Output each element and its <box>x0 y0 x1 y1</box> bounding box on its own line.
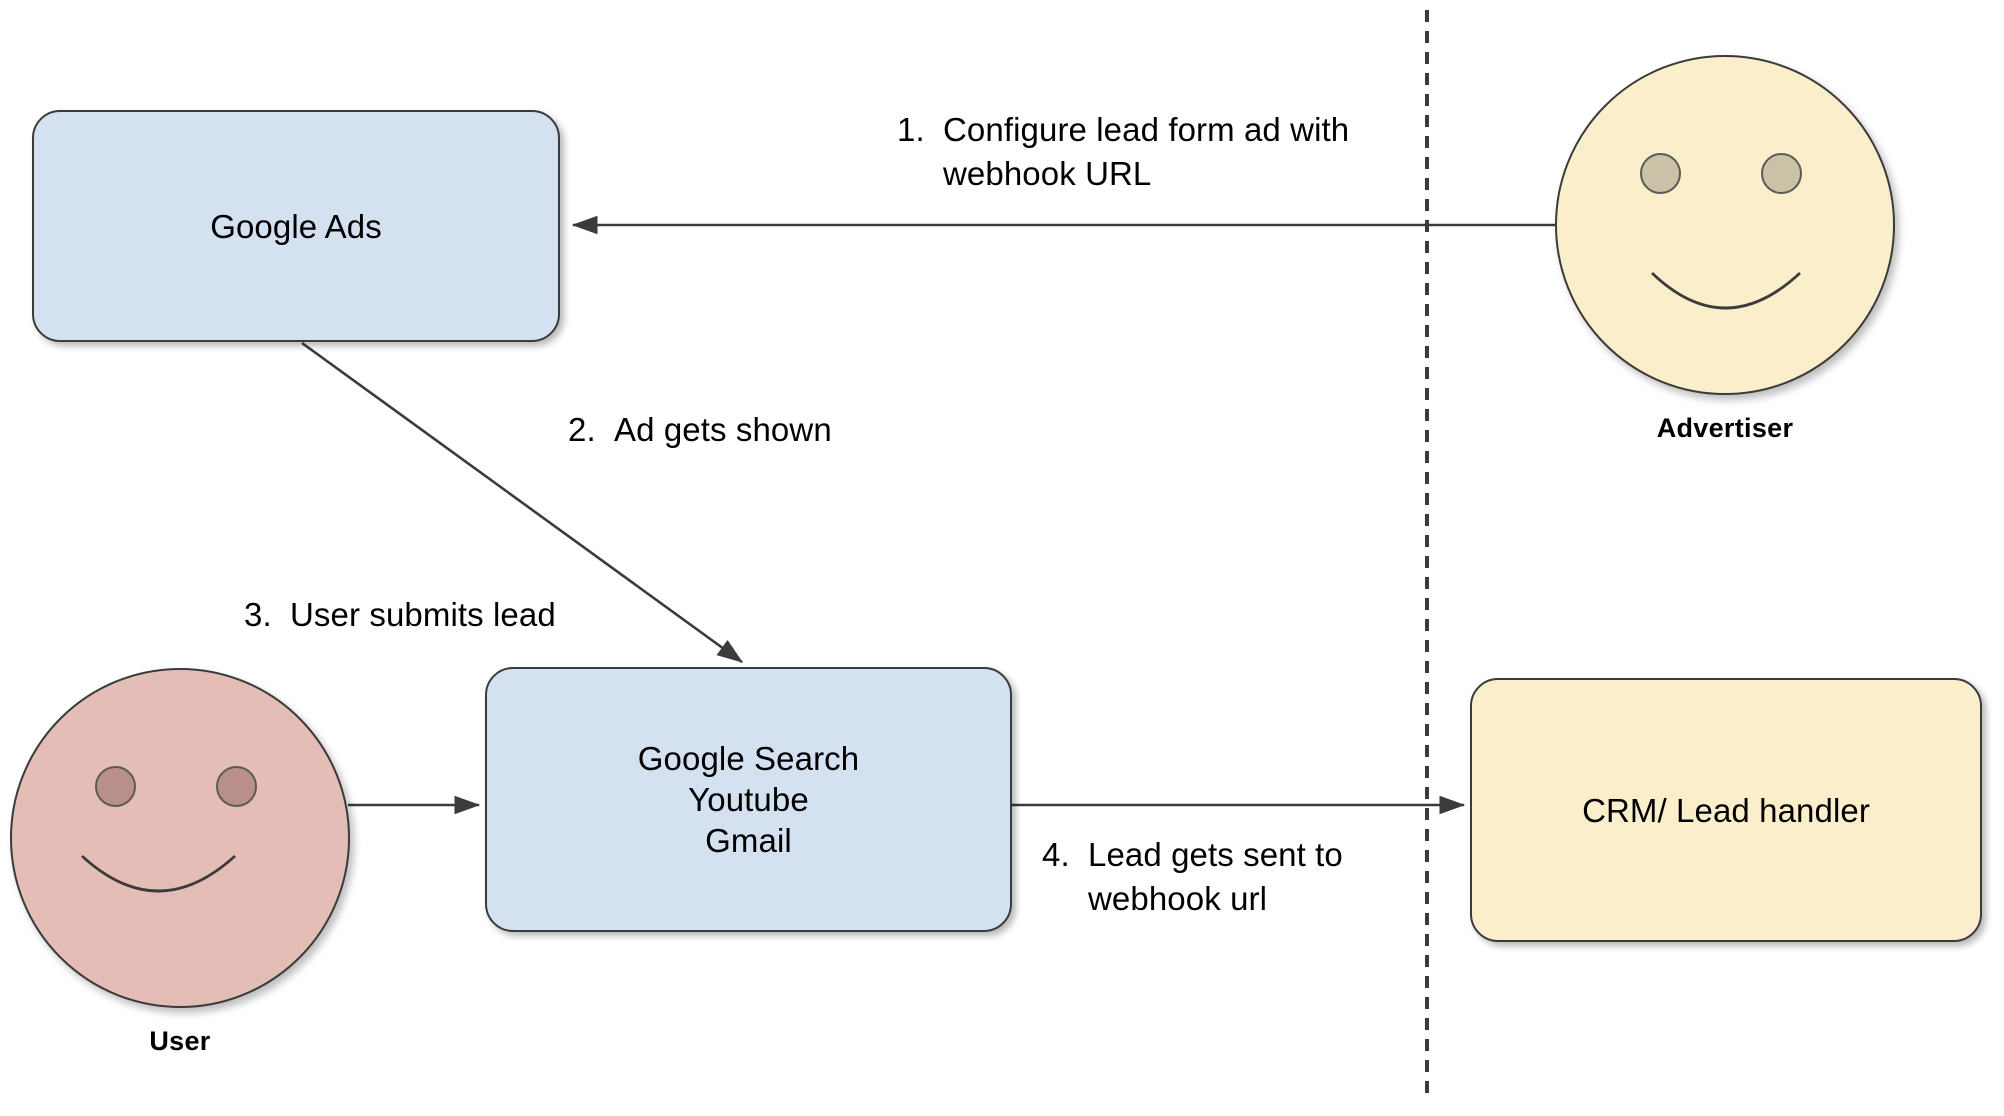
step-number-2: 2. <box>568 411 596 448</box>
eye-right-icon <box>216 766 257 807</box>
node-google-properties[interactable]: Google Search Youtube Gmail <box>485 667 1012 932</box>
step-text-2: Ad gets shown <box>614 411 832 448</box>
actor-user-label: User <box>149 1026 211 1056</box>
step-number-1: 1. <box>897 111 925 148</box>
actor-advertiser-label: Advertiser <box>1656 413 1794 443</box>
step-text-4: Lead gets sent to webhook url <box>1088 836 1343 917</box>
node-google-ads-label: Google Ads <box>210 207 382 245</box>
step-number-3: 3. <box>244 596 272 633</box>
node-google-ads[interactable]: Google Ads <box>32 110 560 342</box>
edge-label-step-1: 1. Configure lead form ad with webhook UR… <box>897 108 1349 196</box>
step-text-3: User submits lead <box>290 596 556 633</box>
edge-label-step-3: 3. User submits lead <box>244 593 556 637</box>
smiley-face-icon <box>1555 55 1895 395</box>
node-crm-lead-handler-label: CRM/ Lead handler <box>1582 791 1870 829</box>
eye-left-icon <box>95 766 136 807</box>
smiley-face-icon <box>10 668 350 1008</box>
step-number-4: 4. <box>1042 836 1070 873</box>
actor-user[interactable]: User <box>10 668 350 1056</box>
edge-label-step-4: 4. Lead gets sent to webhook url <box>1042 833 1343 921</box>
eye-left-icon <box>1640 153 1681 194</box>
node-google-properties-label: Google Search Youtube Gmail <box>637 740 860 859</box>
eye-right-icon <box>1761 153 1802 194</box>
node-crm-lead-handler[interactable]: CRM/ Lead handler <box>1470 678 1982 942</box>
edge-label-step-2: 2. Ad gets shown <box>568 408 832 452</box>
actor-advertiser[interactable]: Advertiser <box>1555 55 1895 443</box>
step-text-1: Configure lead form ad with webhook URL <box>943 111 1350 192</box>
